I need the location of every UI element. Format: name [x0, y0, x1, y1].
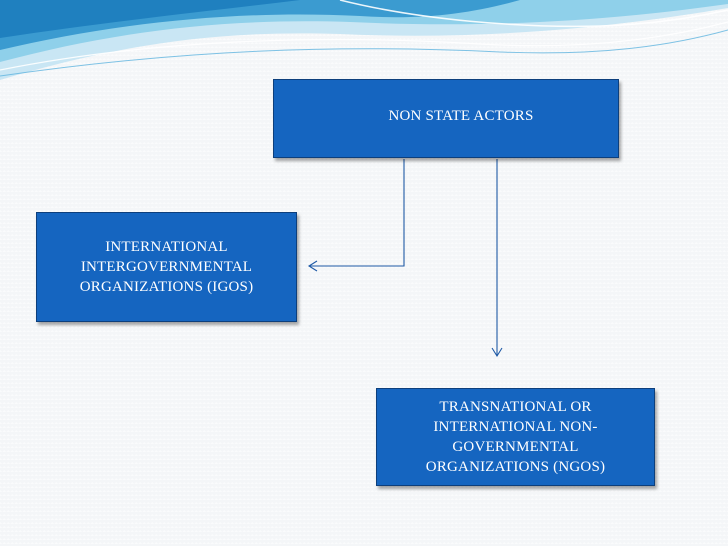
header-swoosh-decoration: [0, 0, 728, 80]
node-ngos: TRANSNATIONAL OR INTERNATIONAL NON- GOVE…: [376, 388, 655, 486]
node-non-state-actors: NON STATE ACTORS: [273, 79, 619, 158]
node-label: INTERNATIONAL INTERGOVERNMENTAL ORGANIZA…: [79, 239, 254, 295]
node-igos: INTERNATIONAL INTERGOVERNMENTAL ORGANIZA…: [36, 212, 297, 322]
arrowhead-ngo: [491, 347, 503, 358]
arrowhead-igo: [307, 260, 318, 272]
connector-root-to-igo: [309, 159, 405, 267]
node-label: TRANSNATIONAL OR INTERNATIONAL NON- GOVE…: [425, 399, 606, 475]
node-label: NON STATE ACTORS: [388, 107, 534, 124]
